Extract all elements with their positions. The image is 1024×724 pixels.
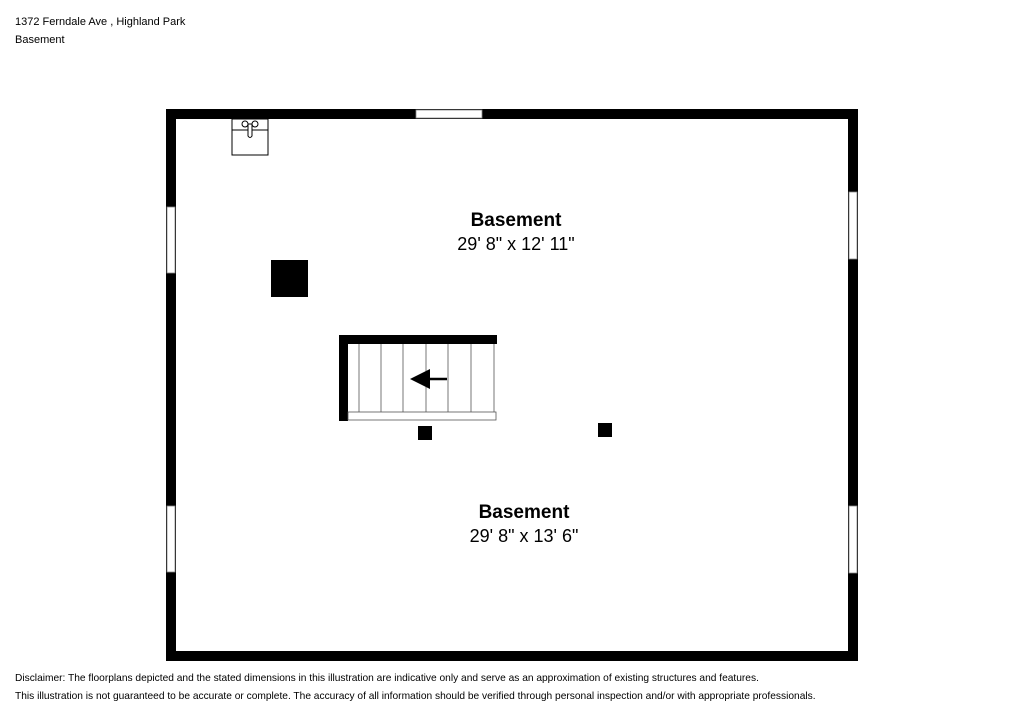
stairs-icon (339, 335, 497, 421)
chimney-block (271, 260, 308, 297)
room-dimensions-upper: 29' 8" x 12' 11" (457, 234, 575, 254)
window-left-upper (166, 206, 176, 274)
windows (166, 109, 858, 574)
arrow-left-icon (410, 369, 447, 389)
window-left-lower (166, 505, 176, 573)
window-top (415, 109, 483, 119)
exterior-walls (166, 109, 858, 661)
window-right-upper (848, 191, 858, 260)
sink-icon (231, 118, 269, 156)
disclaimer-line-2: This illustration is not guaranteed to b… (15, 691, 816, 702)
disclaimer-line-1: Disclaimer: The floorplans depicted and … (15, 673, 759, 684)
room-name-lower: Basement (478, 502, 570, 523)
support-column (418, 426, 432, 440)
window-right-lower (848, 505, 858, 574)
room-dimensions-lower: 29' 8" x 13' 6" (469, 526, 579, 546)
floor-label: Basement (15, 34, 65, 46)
room-name-upper: Basement (470, 210, 562, 231)
support-column (598, 423, 612, 437)
address-label: 1372 Ferndale Ave , Highland Park (15, 16, 186, 28)
